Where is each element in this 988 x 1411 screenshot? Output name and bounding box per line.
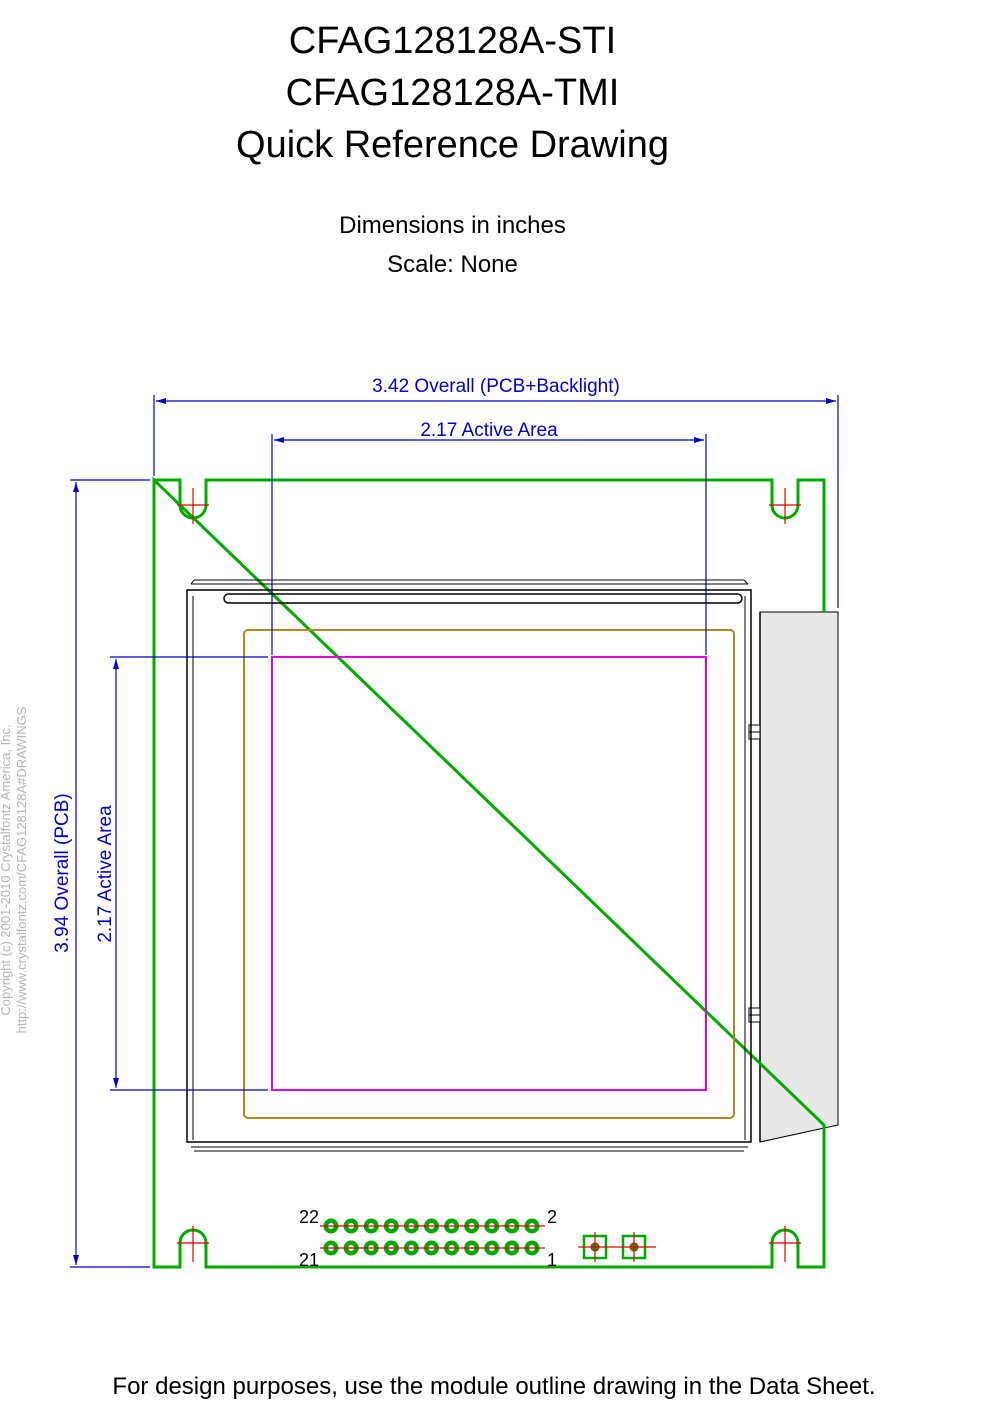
dimension-active-width — [271, 434, 707, 655]
units-note: Dimensions in inches — [339, 212, 566, 239]
title-line-2: CFAG128128A-TMI — [285, 72, 620, 114]
pin-label-1: 1 — [547, 1250, 557, 1270]
dimension-overall-width — [153, 395, 839, 608]
connector-pins — [323, 1218, 540, 1256]
dimension-active-height — [110, 656, 268, 1091]
active-height-label: 2.17 Active Area — [95, 805, 116, 943]
mounting-hole-marks — [177, 488, 801, 1262]
title-line-1: CFAG128128A-STI — [288, 20, 617, 62]
backlight — [748, 611, 839, 1143]
active-area — [271, 656, 707, 1091]
backlight-pads — [578, 1232, 656, 1262]
pin-row-center-marks — [320, 1225, 545, 1249]
pin-label-2: 2 — [547, 1207, 557, 1227]
design-note: For design purposes, use the module outl… — [112, 1373, 876, 1400]
overall-height-label: 3.94 Overall (PCB) — [52, 793, 73, 952]
lcd-frame — [186, 579, 752, 1152]
dimension-overall-height — [70, 479, 150, 1268]
active-width-label: 2.17 Active Area — [420, 420, 558, 441]
title-line-3: Quick Reference Drawing — [236, 124, 669, 166]
scale-note: Scale: None — [387, 251, 518, 278]
pin-label-21: 21 — [299, 1250, 319, 1270]
pin-label-22: 22 — [299, 1207, 319, 1227]
pcb-outline — [152, 476, 826, 1269]
viewing-area — [243, 629, 735, 1119]
overall-width-label: 3.42 Overall (PCB+Backlight) — [372, 376, 620, 397]
